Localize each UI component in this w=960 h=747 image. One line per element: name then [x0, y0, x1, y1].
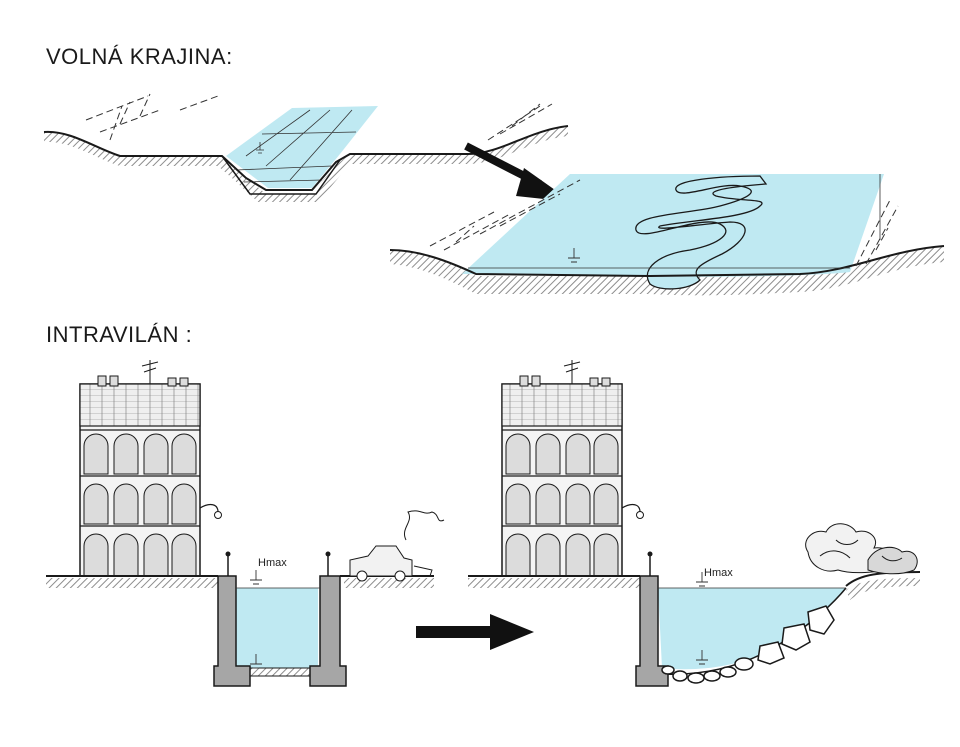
natural-channel-water [658, 588, 846, 670]
natural-floodplain [389, 174, 945, 296]
regulated-channel-landscape [43, 93, 569, 202]
hmax-label-left: Hmax [258, 557, 287, 569]
section-title-open-landscape: VOLNÁ KRAJINA: [46, 44, 233, 69]
riprap-boulders [661, 605, 835, 684]
ground-hatch [44, 126, 568, 202]
car-sketch [349, 510, 445, 582]
urban-channel-walled: Hmax [46, 360, 445, 687]
section-title-urban-area: INTRAVILÁN : [46, 322, 193, 347]
arrow-head [490, 614, 534, 650]
floodplain-water [462, 174, 884, 277]
channel-water [226, 106, 378, 188]
urban-channel-natural: Hmax [468, 360, 921, 687]
ground-line [43, 125, 569, 191]
ground-line [389, 245, 945, 278]
building-right [501, 360, 644, 577]
retaining-wall-left [213, 575, 251, 687]
retaining-wall-left [635, 575, 669, 687]
ground-hatch [390, 246, 944, 296]
channel-water-urban [236, 588, 318, 668]
meandering-river [635, 175, 768, 290]
retaining-wall-right [309, 575, 347, 687]
building-left [79, 360, 222, 577]
arrow-transition-urban [416, 614, 534, 650]
trees-sketch [805, 523, 918, 575]
hmax-label-right: Hmax [704, 567, 733, 579]
